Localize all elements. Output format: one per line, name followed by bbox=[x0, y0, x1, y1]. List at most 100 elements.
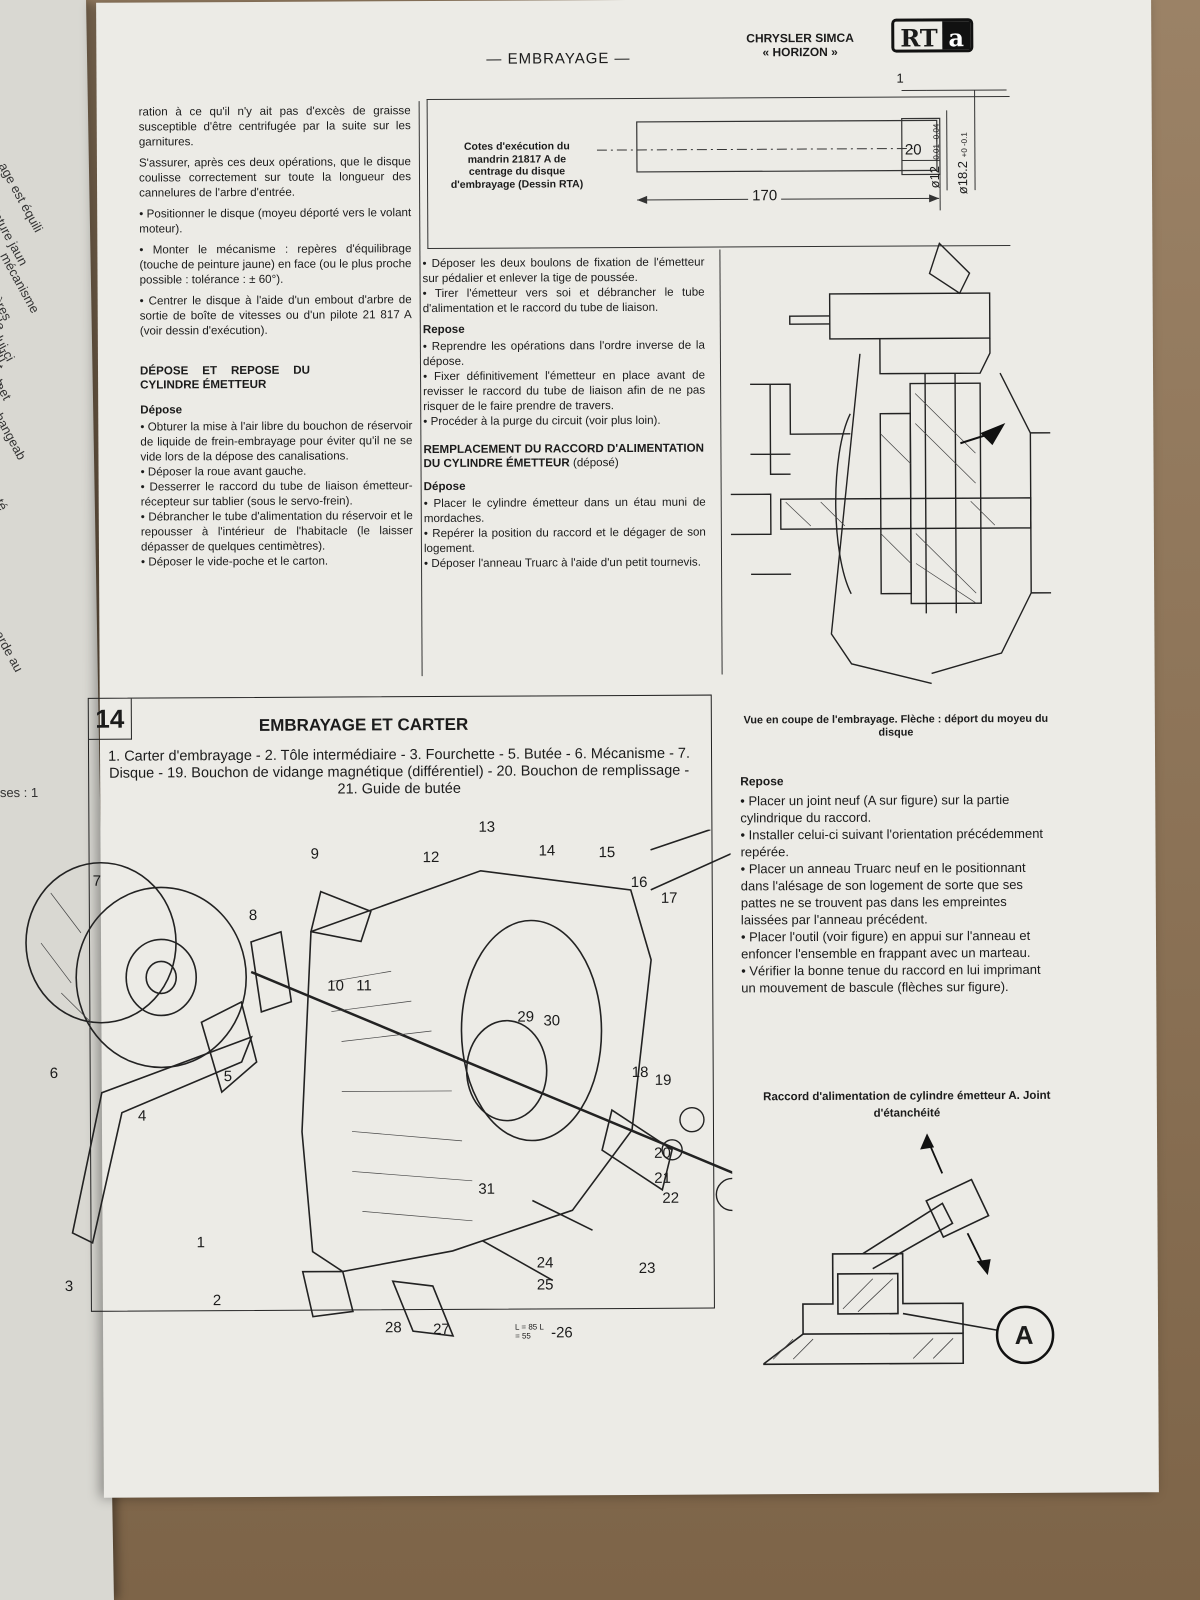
plate-2 bbox=[301, 1270, 354, 1318]
hub-offset-arrow bbox=[980, 423, 1006, 446]
fork-3 bbox=[71, 1035, 253, 1244]
arrow-head bbox=[920, 1133, 935, 1150]
step: • Débrancher le tube d'alimentation du r… bbox=[140, 509, 413, 554]
callout-21: 21 bbox=[654, 1169, 671, 1187]
paragraph: • Centrer le disque à l'aide d'un embout… bbox=[139, 293, 412, 338]
rta-logo: RT a bbox=[891, 18, 974, 53]
clutch-housing-1 bbox=[301, 869, 652, 1273]
label-a-circle bbox=[995, 1305, 1055, 1365]
subsection-heading: Dépose bbox=[423, 479, 466, 494]
left-page-fragment: ne et bbox=[0, 370, 15, 403]
paragraph: • Positionner le disque (moyeu déporté v… bbox=[139, 206, 412, 236]
text-column-3: Repose • Placer un joint neuf (A sur fig… bbox=[740, 766, 1057, 997]
figure-title: EMBRAYAGE ET CARTER bbox=[258, 714, 469, 735]
logo-text: RT bbox=[900, 23, 938, 53]
pressure-plate-outline bbox=[75, 886, 247, 1069]
step: • Obturer la mise à l'air libre du bouch… bbox=[140, 419, 413, 464]
section-view-caption: Vue en coupe de l'embrayage. Flèche : dé… bbox=[743, 712, 1049, 739]
callout-16: 16 bbox=[630, 873, 648, 891]
dim-line-d18 bbox=[974, 90, 976, 191]
paragraph: • Monter le mécanisme : repères d'équili… bbox=[139, 242, 412, 287]
callout-29: 29 bbox=[517, 1008, 535, 1026]
section-heading-line: REMPLACEMENT DU RACCORD D'ALIMENTATION bbox=[423, 441, 705, 457]
step: • Reprendre les opérations dans l'ordre … bbox=[422, 338, 705, 369]
exploded-view-drawing bbox=[25, 829, 734, 1337]
subsection-heading: Repose bbox=[422, 322, 465, 337]
subsection-heading: Repose bbox=[740, 774, 784, 789]
paragraph: ration à ce qu'il n'y ait pas d'excès de… bbox=[138, 104, 411, 149]
diameter-12-value: ø12 bbox=[926, 165, 943, 189]
step: • Installer celui-ci suivant l'orientati… bbox=[740, 825, 1044, 860]
clutch-section-view bbox=[730, 242, 1052, 685]
step: • Fixer définitivement l'émetteur en pla… bbox=[423, 368, 706, 414]
guide-21 bbox=[601, 1108, 674, 1192]
arrow-head bbox=[929, 194, 940, 203]
step: • Déposer la roue avant gauche. bbox=[140, 464, 307, 479]
brand-line: CHRYSLER SIMCA bbox=[746, 30, 854, 46]
bolt-27 bbox=[482, 1240, 554, 1282]
column-divider bbox=[418, 101, 423, 677]
raccord-label-a: A bbox=[1014, 1319, 1034, 1350]
section-heading: REMPLACEMENT DU RACCORD D'ALIMENTATION D… bbox=[423, 442, 705, 471]
dimension-value-170: 170 bbox=[748, 187, 782, 205]
paragraph: S'assurer, après ces deux opérations, qu… bbox=[138, 155, 412, 200]
bolt-25 bbox=[532, 1199, 593, 1231]
mandrel-body bbox=[636, 119, 938, 173]
figure-number: 14 bbox=[88, 698, 132, 740]
bung-19 bbox=[679, 1106, 705, 1133]
callout-10: 10 bbox=[327, 977, 344, 995]
mandrel-collar bbox=[901, 117, 941, 176]
step: • Déposer le vide-poche et le carton. bbox=[140, 554, 329, 569]
mandrel-drawing bbox=[596, 89, 1007, 211]
callout-7: 7 bbox=[92, 872, 102, 890]
callout-14: 14 bbox=[538, 842, 556, 860]
text-column-2: • Déposer les deux boulons de fixation d… bbox=[422, 255, 706, 571]
raccord-drawing bbox=[762, 1133, 1055, 1366]
diameter-18-tolerance: +0 -0.1 bbox=[959, 132, 969, 158]
brand-block: CHRYSLER SIMCA « HORIZON » bbox=[746, 31, 854, 60]
bolt-17 bbox=[650, 848, 734, 891]
callout-1: 1 bbox=[196, 1234, 205, 1252]
mandrel-drawing-caption: Cotes d'exécution du mandrin 21817 A de … bbox=[450, 140, 584, 191]
cover-28 bbox=[391, 1280, 455, 1337]
callout-13: 13 bbox=[478, 818, 496, 836]
callout-15: 15 bbox=[598, 844, 616, 862]
diameter-18: ø18.2 +0 -0.1 bbox=[955, 132, 970, 194]
step: • Repérer la position du raccord et le d… bbox=[423, 525, 706, 556]
callout-22: 22 bbox=[662, 1189, 680, 1207]
callout-3: 3 bbox=[64, 1277, 74, 1295]
raccord-caption: Raccord d'alimentation de cylindre émett… bbox=[763, 1089, 1051, 1120]
callout-6: 6 bbox=[49, 1064, 59, 1083]
step: • Tirer l'émetteur vers soi et débranche… bbox=[422, 285, 705, 316]
callout-19: 19 bbox=[654, 1071, 672, 1089]
callout-24: 24 bbox=[536, 1254, 554, 1272]
step: • Placer un anneau Truarc neuf en le pos… bbox=[740, 859, 1026, 928]
bearing-5 bbox=[200, 1000, 258, 1094]
callout-4: 4 bbox=[137, 1107, 147, 1125]
callout-25: 25 bbox=[536, 1276, 554, 1294]
left-page-fragment: le garde au bbox=[0, 610, 27, 675]
diameter-12: ø12 -0.01 -0.04 bbox=[927, 124, 942, 189]
callout-30: 30 bbox=[543, 1012, 561, 1030]
callout-17: 17 bbox=[660, 889, 678, 907]
callout-26: -26 bbox=[551, 1324, 573, 1342]
left-page-fragment: ses : 1 bbox=[0, 785, 39, 800]
center-line bbox=[596, 147, 917, 151]
step: • Déposer l'anneau Truarc à l'aide d'un … bbox=[424, 555, 701, 571]
callout-5: 5 bbox=[223, 1068, 233, 1086]
shaft-line bbox=[250, 970, 734, 1191]
callout-12: 12 bbox=[422, 848, 440, 867]
section-heading-line: DU CYLINDRE ÉMETTEUR bbox=[423, 456, 570, 471]
callout-2: 2 bbox=[212, 1292, 222, 1310]
callout-27: 27 bbox=[433, 1320, 450, 1339]
diameter-12-tolerance: -0.01 -0.04 bbox=[931, 123, 941, 163]
length-note: L = 85 L = 55 bbox=[515, 1322, 544, 1341]
subsection-heading: Dépose bbox=[140, 403, 183, 417]
callout-8: 8 bbox=[248, 906, 258, 924]
manual-page: — EMBRAYAGE — CHRYSLER SIMCA « HORIZON »… bbox=[25, 0, 1159, 1498]
bracket-8 bbox=[250, 930, 293, 1013]
bolt-15 bbox=[650, 829, 711, 851]
callout-18: 18 bbox=[631, 1063, 649, 1081]
ring-22 bbox=[715, 1177, 734, 1212]
bung-20 bbox=[661, 1139, 683, 1161]
